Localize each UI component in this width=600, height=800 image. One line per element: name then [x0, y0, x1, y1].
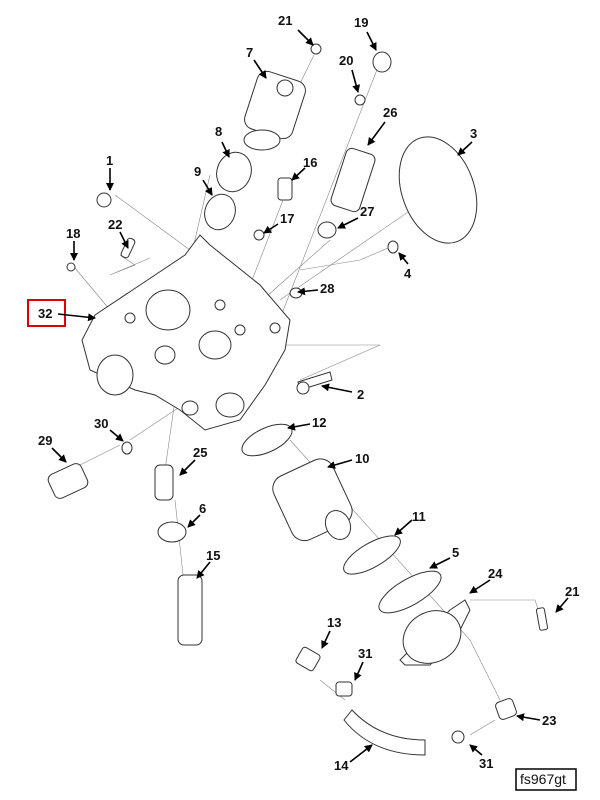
- svg-text:3: 3: [470, 126, 477, 141]
- svg-text:4: 4: [404, 266, 412, 281]
- svg-text:18: 18: [66, 226, 80, 241]
- callout-31-lower[interactable]: 31: [469, 744, 493, 771]
- svg-text:20: 20: [339, 53, 353, 68]
- callout-11[interactable]: 11: [394, 509, 426, 536]
- svg-text:29: 29: [38, 433, 52, 448]
- callouts: 21 19 7 20 26 8 3 1 16 9 22 17 27 18 4 2…: [27, 13, 579, 773]
- svg-text:32: 32: [38, 306, 52, 321]
- callout-20[interactable]: 20: [339, 53, 361, 93]
- callout-21-top[interactable]: 21: [278, 13, 314, 46]
- svg-text:26: 26: [383, 105, 397, 120]
- callout-26[interactable]: 26: [367, 105, 397, 146]
- svg-text:22: 22: [108, 217, 122, 232]
- callout-5[interactable]: 5: [429, 545, 459, 569]
- svg-text:31: 31: [358, 646, 372, 661]
- callout-10[interactable]: 10: [327, 451, 369, 469]
- callout-23[interactable]: 23: [516, 713, 556, 728]
- svg-text:28: 28: [320, 281, 334, 296]
- svg-text:25: 25: [193, 445, 207, 460]
- svg-text:7: 7: [246, 45, 253, 60]
- svg-text:1: 1: [106, 153, 113, 168]
- callout-25[interactable]: 25: [179, 445, 207, 476]
- callout-1[interactable]: 1: [106, 153, 114, 191]
- callout-32-highlighted[interactable]: 32: [27, 299, 96, 327]
- svg-text:12: 12: [312, 415, 326, 430]
- callout-19[interactable]: 19: [354, 15, 377, 51]
- svg-text:5: 5: [452, 545, 459, 560]
- highlight-box: [27, 299, 66, 327]
- callout-29[interactable]: 29: [38, 433, 67, 463]
- svg-text:13: 13: [327, 615, 341, 630]
- callout-13[interactable]: 13: [321, 615, 341, 649]
- callout-24[interactable]: 24: [469, 566, 503, 594]
- svg-text:14: 14: [334, 758, 349, 773]
- callout-4[interactable]: 4: [398, 252, 412, 281]
- svg-text:21: 21: [565, 584, 579, 599]
- callout-31-upper[interactable]: 31: [354, 646, 372, 681]
- callout-6[interactable]: 6: [187, 501, 206, 528]
- svg-text:10: 10: [355, 451, 369, 466]
- svg-text:fs967gt: fs967gt: [520, 771, 566, 787]
- callout-9[interactable]: 9: [194, 164, 213, 196]
- svg-text:9: 9: [194, 164, 201, 179]
- component-parts: [47, 43, 549, 756]
- svg-text:15: 15: [206, 548, 220, 563]
- figure-id-label: fs967gt: [515, 768, 577, 791]
- callout-16[interactable]: 16: [291, 155, 317, 181]
- callout-8[interactable]: 8: [215, 124, 230, 158]
- callout-30[interactable]: 30: [94, 416, 124, 442]
- callout-12[interactable]: 12: [287, 415, 326, 431]
- svg-text:17: 17: [280, 211, 294, 226]
- svg-text:31: 31: [479, 756, 493, 771]
- svg-text:30: 30: [94, 416, 108, 431]
- pump-housing-part-32: [81, 234, 291, 431]
- callout-28[interactable]: 28: [297, 281, 334, 296]
- callout-15[interactable]: 15: [196, 548, 220, 579]
- callout-14[interactable]: 14: [334, 744, 373, 773]
- svg-text:8: 8: [215, 124, 222, 139]
- callout-21-bottom[interactable]: 21: [555, 584, 579, 613]
- svg-text:2: 2: [357, 387, 364, 402]
- svg-text:24: 24: [488, 566, 503, 581]
- callout-27[interactable]: 27: [337, 204, 374, 229]
- callout-18[interactable]: 18: [66, 226, 80, 261]
- svg-text:23: 23: [542, 713, 556, 728]
- svg-text:11: 11: [412, 509, 426, 524]
- svg-text:16: 16: [303, 155, 317, 170]
- svg-text:6: 6: [199, 501, 206, 516]
- callout-2[interactable]: 2: [321, 383, 364, 402]
- svg-text:19: 19: [354, 15, 368, 30]
- svg-text:27: 27: [360, 204, 374, 219]
- callout-3[interactable]: 3: [457, 126, 477, 156]
- callout-7[interactable]: 7: [246, 45, 267, 79]
- callout-17[interactable]: 17: [263, 211, 294, 234]
- svg-text:21: 21: [278, 13, 292, 28]
- callout-22[interactable]: 22: [108, 217, 129, 249]
